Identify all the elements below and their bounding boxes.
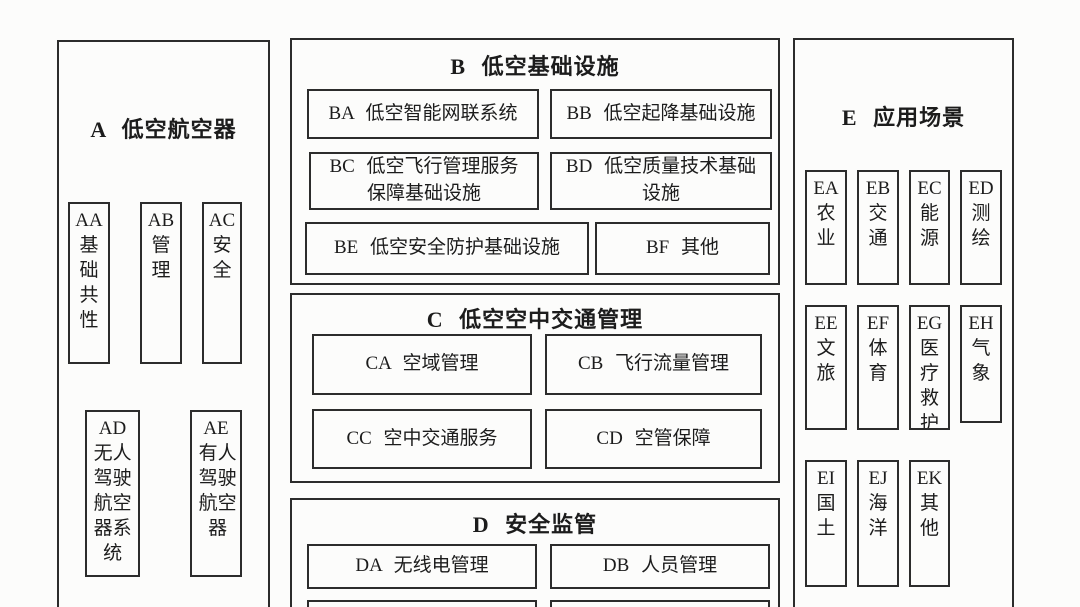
item-ed-code: ED [968, 178, 994, 199]
item-aa-basic-commonality: AA 基础共性 [68, 202, 110, 364]
item-db-personnel-management: DB 人员管理 [550, 544, 770, 589]
section-c-title: C 低空空中交通管理 [426, 307, 644, 332]
item-ei-code: EI [817, 468, 835, 489]
item-ac-code: AC [208, 210, 236, 231]
item-ad-name: 无人驾驶航空器系统 [93, 443, 132, 565]
item-ca-airspace-management: CA 空域管理 [312, 334, 532, 395]
item-eg-medical-rescue: EG 医疗救护 [909, 305, 950, 430]
item-ek-other: EK 其他 [909, 460, 950, 587]
item-eh-name: 气象 [971, 338, 991, 385]
section-e-title: E 应用场景 [841, 105, 966, 130]
item-eb-code: EB [865, 178, 891, 199]
item-ab-management: AB 管理 [140, 202, 182, 364]
item-aa-code: AA [75, 210, 103, 231]
item-ej-ocean: EJ 海洋 [857, 460, 899, 587]
item-eb-transportation: EB 交通 [857, 170, 899, 285]
item-ei-land: EI 国土 [805, 460, 847, 587]
item-ee-culture-tourism: EE 文旅 [805, 305, 847, 430]
item-ae-code: AE [203, 418, 229, 439]
section-b-infrastructure: B 低空基础设施 BA 低空智能网联系统 BB 低空起降基础设施 BC 低空飞行… [290, 38, 780, 285]
section-a-title: A 低空航空器 [90, 117, 237, 142]
section-b-title: B 低空基础设施 [450, 54, 620, 79]
item-cb-flight-flow-management: CB 飞行流量管理 [545, 334, 762, 395]
item-eh-meteorology: EH 气象 [960, 305, 1002, 423]
item-cc-air-traffic-service: CC 空中交通服务 [312, 409, 532, 469]
item-ef-code: EF [866, 313, 890, 334]
item-ek-name: 其他 [919, 493, 939, 540]
item-ec-energy: EC 能源 [909, 170, 950, 285]
item-ee-name: 文旅 [816, 338, 836, 385]
item-ek-code: EK [916, 468, 943, 489]
item-ed-name: 测绘 [971, 203, 991, 250]
item-eg-code: EG [916, 313, 943, 334]
item-ej-name: 海洋 [868, 493, 888, 540]
item-ea-agriculture: EA 农业 [805, 170, 847, 285]
item-ec-code: EC [917, 178, 942, 199]
item-bc-flight-mgmt-service-infra: BC 低空飞行管理服务 保障基础设施 [309, 152, 539, 210]
item-eb-name: 交通 [868, 203, 888, 250]
item-bb-takeoff-landing-infra: BB 低空起降基础设施 [550, 89, 772, 139]
item-eg-name: 医疗救护 [919, 338, 939, 430]
item-ea-name: 农业 [816, 203, 836, 250]
item-bf-other: BF 其他 [595, 222, 770, 275]
item-ei-name: 国土 [816, 493, 836, 540]
item-ae-manned-aircraft: AE 有人驾驶航空器 [190, 410, 242, 577]
item-ej-code: EJ [868, 468, 888, 489]
item-ad-code: AD [98, 418, 127, 439]
section-c-air-traffic-management: C 低空空中交通管理 CA 空域管理 CB 飞行流量管理 CC 空中交通服务 C… [290, 293, 780, 483]
cutoff-box-left [307, 600, 537, 607]
item-ac-name: 安全 [212, 235, 232, 282]
item-ab-code: AB [147, 210, 175, 231]
item-ab-name: 管理 [151, 235, 171, 282]
item-ef-sports: EF 体育 [857, 305, 899, 430]
item-ea-code: EA [813, 178, 839, 199]
item-da-radio-management: DA 无线电管理 [307, 544, 537, 589]
section-a-low-altitude-aircraft: A 低空航空器 AA 基础共性 AB 管理 AC 安全 AD 无人驾驶航空器系统… [57, 40, 270, 607]
section-e-application-scenarios: E 应用场景 EA 农业 EB 交通 EC 能源 ED 测绘 EE 文旅 EF … [793, 38, 1014, 607]
item-aa-name: 基础共性 [79, 235, 99, 332]
item-be-security-protection-infra: BE 低空安全防护基础设施 [305, 222, 589, 275]
item-ef-name: 体育 [868, 338, 888, 385]
item-ae-name: 有人驾驶航空器 [198, 443, 237, 540]
item-ed-surveying: ED 测绘 [960, 170, 1002, 285]
item-ad-unmanned-aircraft-system: AD 无人驾驶航空器系统 [85, 410, 140, 577]
item-ac-safety: AC 安全 [202, 202, 242, 364]
item-cd-atc-support: CD 空管保障 [545, 409, 762, 469]
item-bd-quality-tech-infra: BD 低空质量技术基础 设施 [550, 152, 772, 210]
section-d-title: D 安全监管 [472, 512, 598, 537]
section-d-safety-supervision: D 安全监管 DA 无线电管理 DB 人员管理 [290, 498, 780, 607]
item-ec-name: 能源 [919, 203, 939, 250]
item-ba-intelligent-network: BA 低空智能网联系统 [307, 89, 539, 139]
item-ee-code: EE [814, 313, 838, 334]
cutoff-box-right [550, 600, 770, 607]
item-eh-code: EH [968, 313, 994, 334]
